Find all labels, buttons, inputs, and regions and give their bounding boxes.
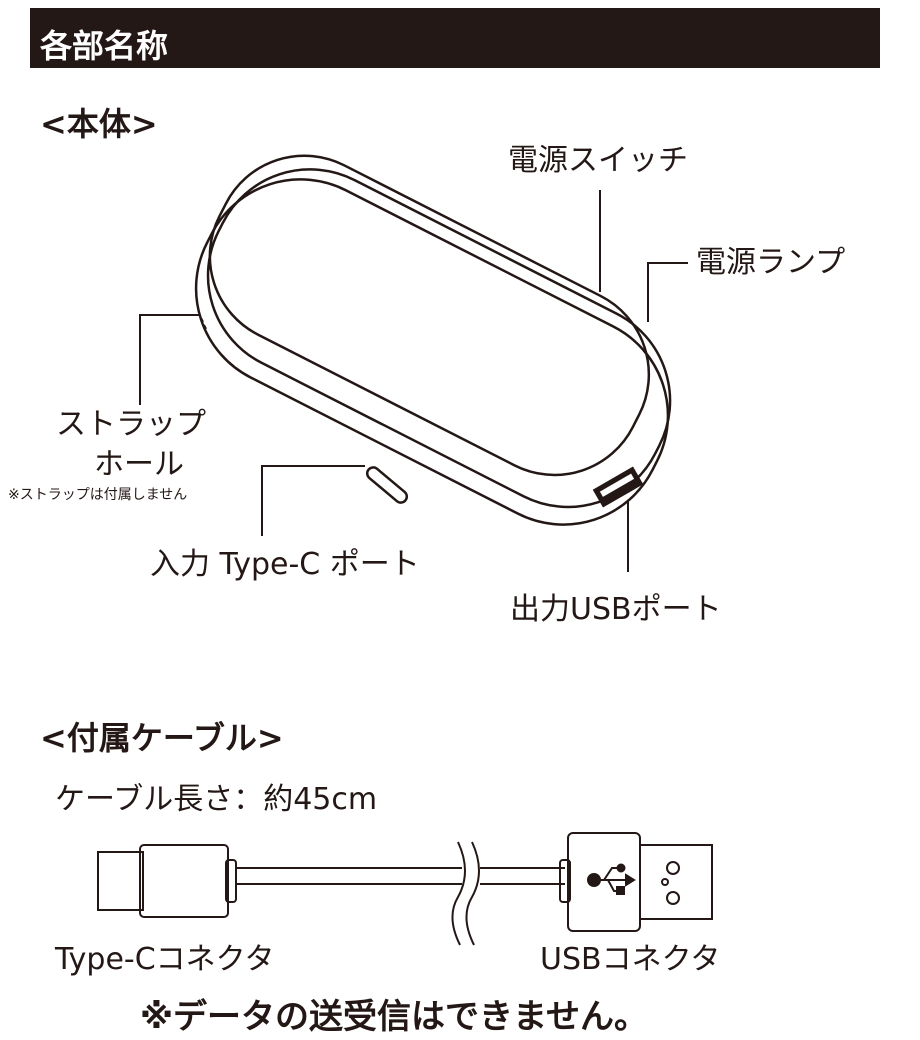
header-bar: 各部名称 bbox=[30, 8, 880, 68]
label-usb-connector: USBコネクタ bbox=[540, 942, 721, 977]
label-input-port: 入力 Type-C ポート bbox=[150, 547, 420, 582]
strap-note: ※ストラップは付属しません bbox=[8, 487, 188, 503]
label-strap-hole-2: ホール bbox=[94, 447, 184, 482]
usb-symbol-icon bbox=[587, 863, 636, 895]
cable-length: ケーブル長さ：約45cm bbox=[55, 782, 378, 817]
label-strap-hole-1: ストラップ bbox=[56, 407, 206, 442]
label-typec-connector: Type-Cコネクタ bbox=[55, 942, 275, 977]
data-transfer-note: ※データの送受信はできません。 bbox=[140, 997, 649, 1037]
label-power-switch: 電源スイッチ bbox=[508, 143, 688, 178]
usb-plug-tip bbox=[639, 844, 713, 920]
typec-plug-tip bbox=[97, 851, 144, 911]
body-section-title: <本体> bbox=[40, 105, 158, 143]
strap-hole-icon bbox=[200, 317, 207, 330]
device-body bbox=[194, 168, 672, 526]
header-title: 各部名称 bbox=[40, 27, 169, 65]
label-power-lamp: 電源ランプ bbox=[696, 245, 846, 280]
label-output-port: 出力USBポート bbox=[510, 592, 722, 627]
typec-plug-body bbox=[139, 844, 229, 918]
cable-illustration bbox=[97, 832, 713, 946]
cable-break-icon bbox=[451, 841, 480, 946]
device-top-face bbox=[208, 154, 651, 477]
usb-port-icon bbox=[592, 466, 644, 508]
leader-lines bbox=[139, 190, 688, 572]
typec-port-icon bbox=[365, 466, 409, 504]
cable-section-title: <付属ケーブル> bbox=[40, 719, 284, 757]
